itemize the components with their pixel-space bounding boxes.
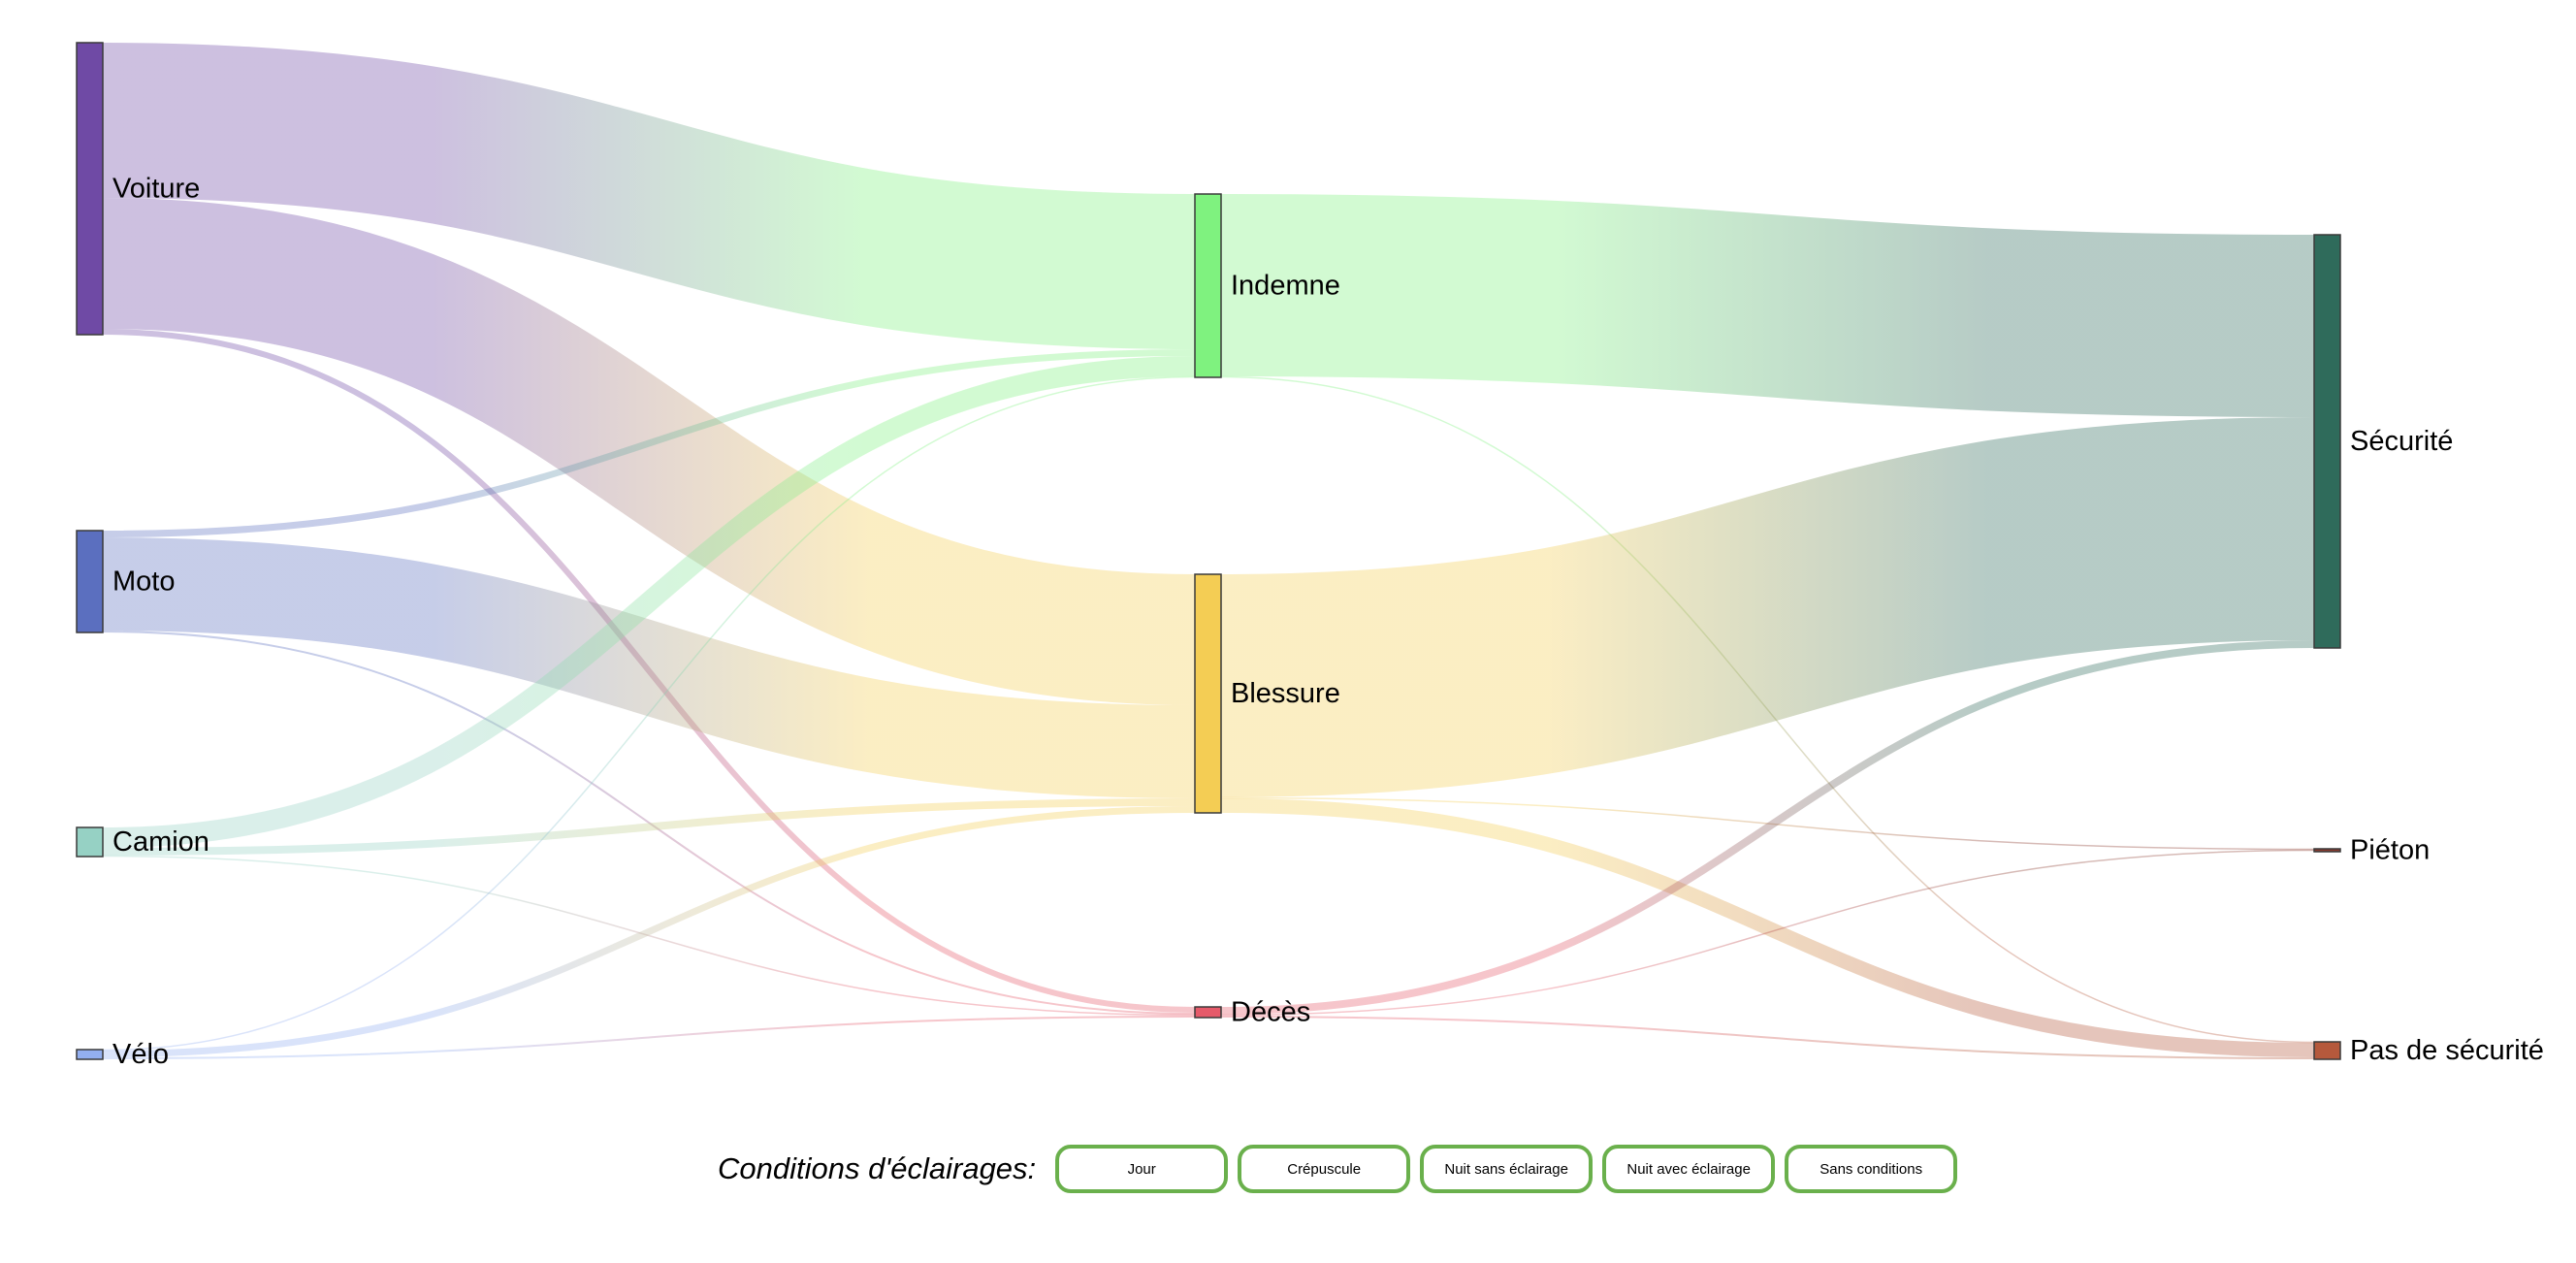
node-indemne[interactable] <box>1194 193 1222 378</box>
link-moto-to-deces[interactable] <box>102 631 1196 1015</box>
link-camion-to-deces[interactable] <box>102 855 1196 1017</box>
node-securite[interactable] <box>2313 234 2341 649</box>
link-moto-to-blessure[interactable] <box>102 537 1196 798</box>
node-label-camion: Camion <box>113 826 209 858</box>
node-label-securite: Sécurité <box>2350 426 2453 457</box>
link-deces-to-securite[interactable] <box>1220 640 2315 1015</box>
node-pieton[interactable] <box>2313 848 2341 853</box>
node-camion[interactable] <box>76 826 104 858</box>
node-velo[interactable] <box>76 1049 104 1060</box>
link-voiture-to-indemne[interactable] <box>102 43 1196 349</box>
node-deces[interactable] <box>1194 1006 1222 1019</box>
filter-title: Conditions d'éclairages: <box>718 1151 1037 1185</box>
sankey-nodes <box>76 42 2341 1060</box>
link-deces-to-pas_securite[interactable] <box>1220 1016 2315 1059</box>
link-camion-to-indemne[interactable] <box>102 356 1196 848</box>
node-label-voiture: Voiture <box>113 174 200 205</box>
filter-button-nuit-avec-eclairage[interactable]: Nuit avec éclairage <box>1602 1145 1776 1193</box>
link-blessure-to-securite[interactable] <box>1220 417 2315 797</box>
node-pas_securite[interactable] <box>2313 1041 2341 1060</box>
sankey-links <box>102 43 2315 1059</box>
link-camion-to-blessure[interactable] <box>102 798 1196 856</box>
link-velo-to-deces[interactable] <box>102 1016 1196 1059</box>
link-moto-to-indemne[interactable] <box>102 349 1196 537</box>
node-label-moto: Moto <box>113 567 175 598</box>
filter-button-crepuscule[interactable]: Crépuscule <box>1238 1145 1411 1193</box>
link-velo-to-blessure[interactable] <box>102 806 1196 1057</box>
filter-button-nuit-sans-eclairage[interactable]: Nuit sans éclairage <box>1420 1145 1594 1193</box>
link-deces-to-pieton[interactable] <box>1220 849 2315 1017</box>
link-voiture-to-blessure[interactable] <box>102 198 1196 705</box>
link-blessure-to-pas_securite[interactable] <box>1220 798 2315 1057</box>
node-voiture[interactable] <box>76 42 104 336</box>
filter-button-jour[interactable]: Jour <box>1055 1145 1229 1193</box>
node-label-blessure: Blessure <box>1231 678 1340 709</box>
link-indemne-to-securite[interactable] <box>1220 194 2315 417</box>
node-label-velo: Vélo <box>113 1039 169 1070</box>
node-label-indemne: Indemne <box>1231 271 1340 302</box>
node-blessure[interactable] <box>1194 573 1222 814</box>
node-label-pieton: Piéton <box>2350 835 2430 866</box>
node-label-deces: Décès <box>1231 997 1310 1028</box>
node-moto[interactable] <box>76 530 104 633</box>
lighting-filter-bar: Conditions d'éclairages: Jour Crépuscule… <box>718 1143 1958 1195</box>
filter-button-sans-conditions[interactable]: Sans conditions <box>1785 1145 1958 1193</box>
link-velo-to-indemne[interactable] <box>102 375 1196 1052</box>
node-label-pas_securite: Pas de sécurité <box>2350 1035 2544 1066</box>
